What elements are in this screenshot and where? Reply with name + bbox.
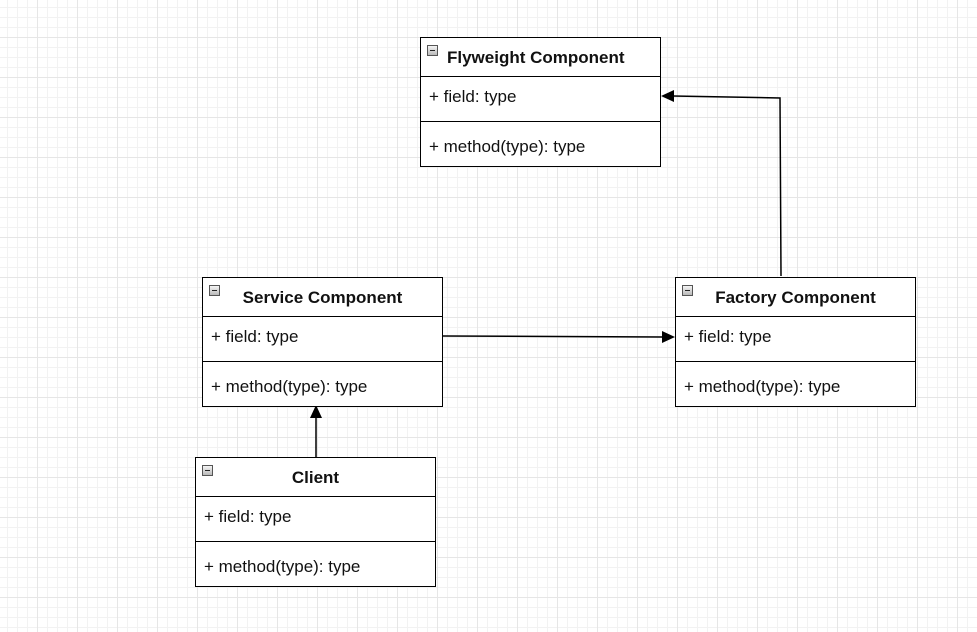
class-header[interactable]: Flyweight Component <box>421 38 660 77</box>
collapse-icon[interactable] <box>209 285 220 296</box>
class-name: Flyweight Component <box>447 48 625 67</box>
class-header[interactable]: Factory Component <box>676 278 915 317</box>
field-row[interactable]: + field: type <box>421 77 660 122</box>
connector-factory-to-flyweight[interactable] <box>661 90 782 277</box>
class-client[interactable]: Client + field: type + method(type): typ… <box>195 457 436 587</box>
class-header[interactable]: Client <box>196 458 435 497</box>
connector-line <box>672 95 782 277</box>
method-row[interactable]: + method(type): type <box>429 137 586 156</box>
arrowhead <box>661 90 674 102</box>
class-service-component[interactable]: Service Component + field: type + method… <box>202 277 443 407</box>
method-row[interactable]: + method(type): type <box>204 557 361 576</box>
method-row[interactable]: + method(type): type <box>211 377 368 396</box>
class-header[interactable]: Service Component <box>203 278 442 317</box>
field-row[interactable]: + field: type <box>196 497 435 542</box>
field-row[interactable]: + field: type <box>676 317 915 362</box>
class-name: Client <box>291 468 340 487</box>
class-flyweight-component[interactable]: Flyweight Component + field: type + meth… <box>420 37 661 167</box>
collapse-icon[interactable] <box>427 45 438 56</box>
method-row[interactable]: + method(type): type <box>684 377 841 396</box>
field-row[interactable]: + field: type <box>203 317 442 362</box>
class-name: Service Component <box>242 288 403 307</box>
connector-client-to-service[interactable] <box>310 405 322 457</box>
class-name: Factory Component <box>715 288 876 307</box>
collapse-icon[interactable] <box>682 285 693 296</box>
arrowhead <box>662 331 675 343</box>
collapse-icon[interactable] <box>202 465 213 476</box>
connector-line <box>442 335 664 338</box>
arrowhead <box>310 405 322 418</box>
class-factory-component[interactable]: Factory Component + field: type + method… <box>675 277 916 407</box>
connector-service-to-factory[interactable] <box>442 331 675 343</box>
